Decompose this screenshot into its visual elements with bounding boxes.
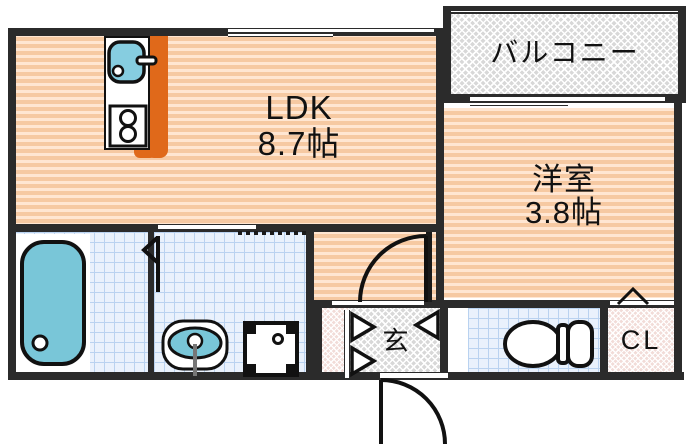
toilet-bowl — [503, 320, 594, 368]
label-ldk-name: LDK — [265, 89, 333, 126]
wall-bath-right — [306, 224, 314, 380]
wall-ldk-right — [436, 28, 444, 232]
wall-bath-partition — [148, 232, 154, 374]
label-western-room-area: 3.8帖 — [524, 195, 604, 231]
label-genkan: 玄 — [382, 326, 410, 356]
wall-balcony-left — [443, 6, 451, 102]
wall-room-right — [674, 94, 682, 306]
kitchen-sink — [107, 40, 158, 84]
genkan-door-marker-right — [412, 308, 440, 342]
washbasin — [161, 319, 229, 376]
ldk-floor — [14, 34, 444, 224]
kitchen-stove — [108, 104, 148, 148]
label-ldk: LDK 8.7帖 — [204, 90, 394, 161]
wall-ldk-left — [8, 28, 16, 230]
washing-machine-pan — [243, 321, 299, 377]
label-western-room-name: 洋室 — [532, 162, 596, 197]
genkan-left-opening — [344, 310, 350, 378]
wall-balcony-right — [678, 6, 686, 102]
hallway-floor — [314, 224, 444, 308]
western-room-floor — [444, 108, 674, 298]
label-balcony: バルコニー — [490, 37, 640, 68]
sliding-door-balcony-inner — [470, 102, 568, 106]
sliding-door-balcony — [470, 96, 665, 102]
genkan-door-markers-left — [350, 310, 378, 378]
wall-hall-divider — [426, 232, 432, 302]
label-ldk-area: 8.7帖 — [257, 124, 341, 162]
kitchen-counter — [146, 36, 168, 158]
entrance-door — [379, 378, 447, 445]
wall-corridor-bottom — [306, 372, 684, 380]
vent-line-washroom — [238, 231, 306, 235]
wall-genkan-left — [314, 300, 322, 380]
wall-room-bottom — [314, 300, 682, 308]
label-western-room: 洋室 3.8帖 — [474, 163, 654, 230]
balcony-rail-opening — [451, 10, 678, 13]
door-opening-bathroom — [158, 224, 256, 230]
door-opening-western-room — [332, 300, 424, 306]
door-western-room — [358, 234, 428, 303]
bathtub — [20, 240, 86, 366]
closet-door-marker — [616, 286, 650, 306]
wall-toilet-right — [600, 300, 608, 380]
wall-bath-left — [8, 224, 16, 380]
window-ldk-top-inner — [228, 33, 333, 37]
balcony-floor — [449, 12, 680, 96]
window-ldk-top — [228, 28, 434, 33]
label-closet: CL — [620, 325, 662, 355]
entrance-door-opening — [380, 372, 448, 379]
wall-closet-right — [674, 300, 682, 380]
wall-genkan-right — [440, 300, 448, 380]
door-bathroom-fold — [141, 236, 160, 292]
wall-bath-bottom — [8, 372, 314, 380]
door-opening-closet — [610, 300, 674, 306]
closet-floor — [608, 308, 674, 380]
